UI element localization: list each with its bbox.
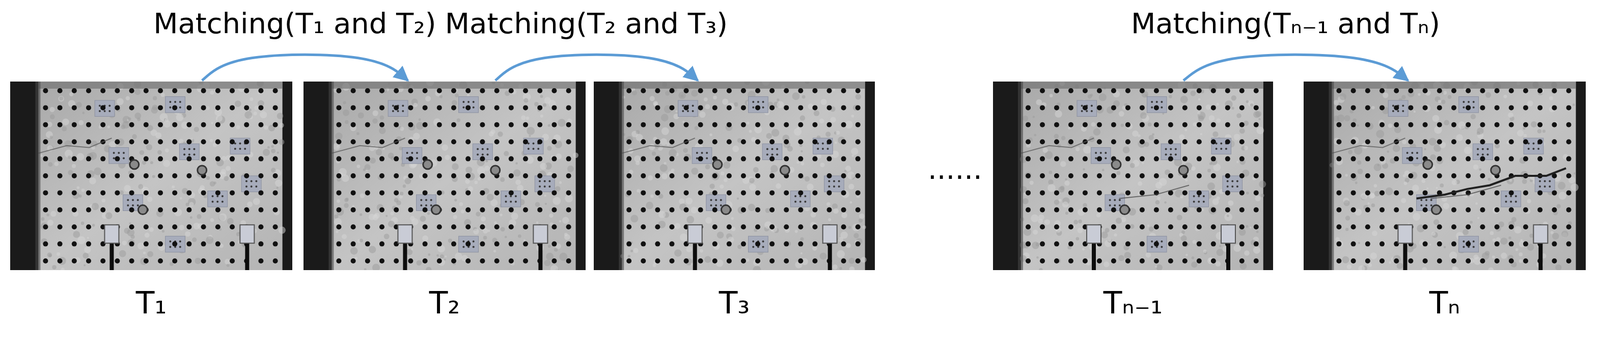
ellipsis: ...... xyxy=(927,152,983,186)
matching-label: Matching(T₂ and T₃) xyxy=(443,7,730,40)
wall-image xyxy=(992,81,1274,270)
matching-arrow xyxy=(1183,54,1409,81)
time-label: T₃ xyxy=(593,285,875,321)
specimen-photo xyxy=(303,81,586,270)
matching-label: Matching(T₁ and T₂) xyxy=(151,7,438,40)
wall-image xyxy=(10,81,293,270)
time-label: T₁ xyxy=(10,285,293,321)
specimen-photo xyxy=(10,81,293,270)
matching-arrow xyxy=(495,54,699,81)
wall-image xyxy=(1303,81,1586,270)
time-label: Tₙ₋₁ xyxy=(992,285,1274,321)
specimen-photo xyxy=(992,81,1274,270)
photo-frame: T₂ xyxy=(303,81,586,321)
specimen-photo xyxy=(593,81,875,270)
photo-frame: T₃ xyxy=(593,81,875,321)
specimen-photo xyxy=(1303,81,1586,270)
wall-image xyxy=(593,81,875,270)
matching-label: Matching(Tₙ₋₁ and Tₙ) xyxy=(1128,7,1443,40)
photo-frame: Tₙ₋₁ xyxy=(992,81,1274,321)
matching-arrow xyxy=(202,54,408,81)
photo-frame: T₁ xyxy=(10,81,293,321)
wall-image xyxy=(303,81,586,270)
photo-frame: Tₙ xyxy=(1303,81,1586,321)
time-label: T₂ xyxy=(303,285,586,321)
time-label: Tₙ xyxy=(1303,285,1586,321)
